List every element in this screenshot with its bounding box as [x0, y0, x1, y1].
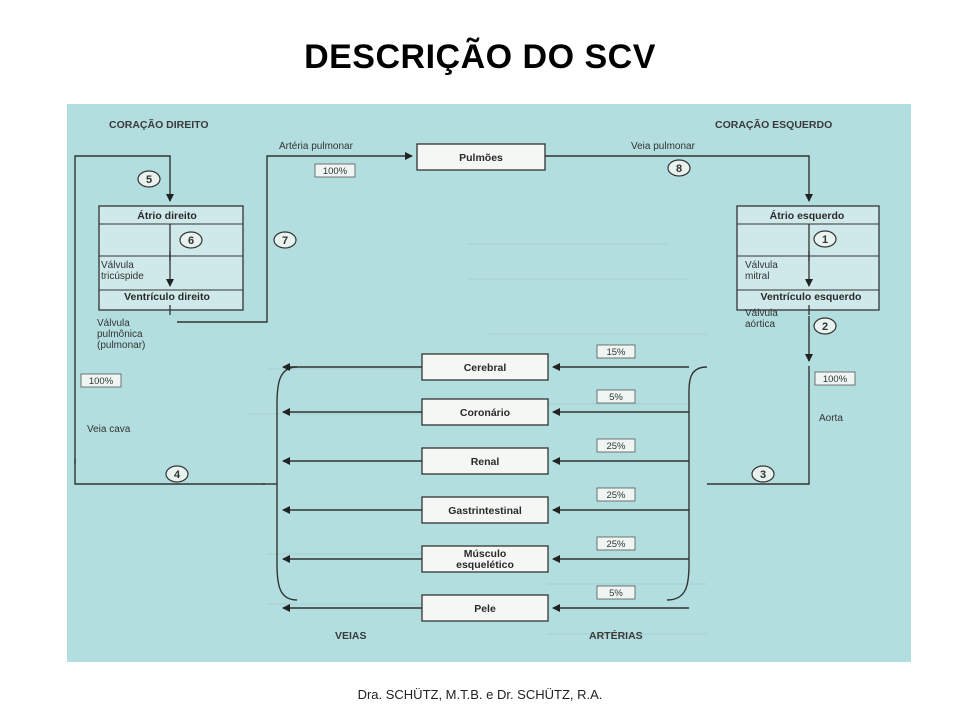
step-number: 1 [822, 234, 828, 246]
step-number: 3 [760, 469, 766, 481]
pulmonic-valve-label: Válvula pulmônica (pulmonar) [97, 318, 145, 351]
step-number: 5 [146, 174, 152, 186]
organ-pct-box [596, 585, 636, 600]
header-right-heart: CORAÇÃO DIREITO [109, 118, 209, 131]
step-marker: 1 [813, 230, 837, 248]
left-atrium-label: Átrio esquerdo [770, 209, 845, 222]
step-marker: 3 [751, 465, 775, 483]
organ-rows: Cerebral15%Coronário5%Renal25%Gastrintes… [282, 344, 689, 622]
organ-row: Gastrintestinal 25% [282, 487, 689, 524]
organ-row: Pele 5% [282, 585, 689, 622]
lungs-label: Pulmões [459, 152, 503, 164]
pulmonary-artery-path [177, 152, 413, 323]
header-veins: VEIAS [335, 630, 367, 642]
footer-credit: Dra. SCHÜTZ, M.T.B. e Dr. SCHÜTZ, R.A. [357, 687, 603, 702]
step-marker: 6 [179, 231, 203, 249]
aorta-path [707, 366, 810, 485]
aorta-label: Aorta [819, 413, 843, 424]
venous-return-path [74, 459, 265, 485]
pct-box-pulmonary [314, 163, 356, 178]
organ-box [421, 398, 549, 426]
step-marker: 2 [813, 317, 837, 335]
aortic-valve-label: Válvula aórtica [745, 308, 781, 330]
page-title: DESCRIÇÃO DO SCV [304, 38, 656, 76]
organ-box [421, 353, 549, 381]
pct-cava: 100% [89, 376, 114, 387]
organ-row: Coronário 5% [282, 389, 689, 426]
pct-aorta: 100% [823, 374, 848, 385]
step-marker: 4 [165, 465, 189, 483]
organ-pct: 25% [606, 441, 626, 452]
organ-name: Pele [474, 603, 496, 615]
background-texture [247, 243, 707, 635]
organ-name: Gastrintestinal [448, 505, 522, 517]
step-number: 2 [822, 321, 828, 333]
pct-box-aorta [814, 371, 856, 386]
organ-pct-box [596, 344, 636, 359]
organ-pct-box [596, 438, 636, 453]
pct-box-cava [80, 373, 122, 388]
vena-cava-label: Veia cava [87, 424, 131, 435]
step-marker: 5 [137, 170, 161, 188]
tricuspid-valve-label: Válvula tricúspide [101, 260, 144, 282]
lungs-box [416, 143, 546, 171]
organ-box [421, 447, 549, 475]
pulmonary-vein-label: Veia pulmonar [631, 141, 696, 152]
venous-trunk [276, 366, 298, 601]
organ-pct-box [596, 487, 636, 502]
step-marker: 7 [273, 231, 297, 249]
pct-pulmonary: 100% [323, 166, 348, 177]
right-ventricle-label: Ventrículo direito [124, 291, 210, 303]
step-number: 6 [188, 235, 194, 247]
right-atrium-label: Átrio direito [137, 209, 197, 222]
organ-row: Renal 25% [282, 438, 689, 475]
step-markers: 1 2 3 4 5 6 7 8 [137, 159, 837, 483]
mitral-valve-label: Válvula mitral [745, 260, 781, 282]
organ-pct-box [596, 389, 636, 404]
organ-pct: 15% [606, 347, 626, 358]
step-number: 8 [676, 163, 682, 175]
organ-pct: 5% [609, 392, 623, 403]
organ-box [421, 545, 549, 573]
right-heart-box [98, 205, 244, 311]
arterial-trunk [666, 366, 708, 601]
step-marker: 8 [667, 159, 691, 177]
circulation-diagram: CORAÇÃO DIREITO CORAÇÃO ESQUERDO VEIAS A… [67, 104, 911, 662]
pulmonary-vein-path [545, 155, 813, 202]
organ-name: Coronário [460, 407, 510, 419]
organ-box [421, 496, 549, 524]
organ-box [421, 594, 549, 622]
organ-row: Cerebral 15% [282, 344, 689, 381]
organ-name: Cerebral [464, 362, 507, 374]
step-number: 4 [174, 469, 181, 481]
organ-name: Renal [471, 456, 500, 468]
vena-cava-top-path [74, 155, 174, 464]
step-number: 7 [282, 235, 288, 247]
header-left-heart: CORAÇÃO ESQUERDO [715, 118, 832, 131]
pulmonary-artery-label: Artéria pulmonar [279, 141, 354, 152]
organ-pct: 5% [609, 588, 623, 599]
left-ventricle-label: Ventrículo esquerdo [761, 291, 862, 303]
organ-pct-box [596, 536, 636, 551]
organ-pct: 25% [606, 490, 626, 501]
organ-pct: 25% [606, 539, 626, 550]
header-arteries: ARTÉRIAS [589, 629, 643, 642]
